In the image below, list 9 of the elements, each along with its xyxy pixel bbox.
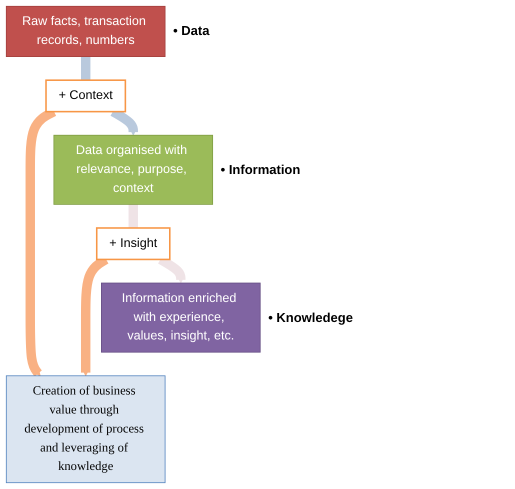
- node-caption: • Data: [173, 23, 210, 38]
- node-box: Data organised with relevance, purpose, context: [53, 134, 214, 205]
- node-box: + Context: [45, 79, 126, 112]
- node-box: Information enriched with experience, values, insight, etc.: [101, 282, 261, 353]
- node-caption: • Information: [220, 162, 300, 177]
- node-box: + Insight: [96, 227, 171, 260]
- node-box: Raw facts, transaction records, numbers: [6, 6, 166, 57]
- node-box: Creation of business value through development of process and leveraging of knowledge: [6, 375, 166, 484]
- node-caption: • Knowledege: [268, 310, 353, 325]
